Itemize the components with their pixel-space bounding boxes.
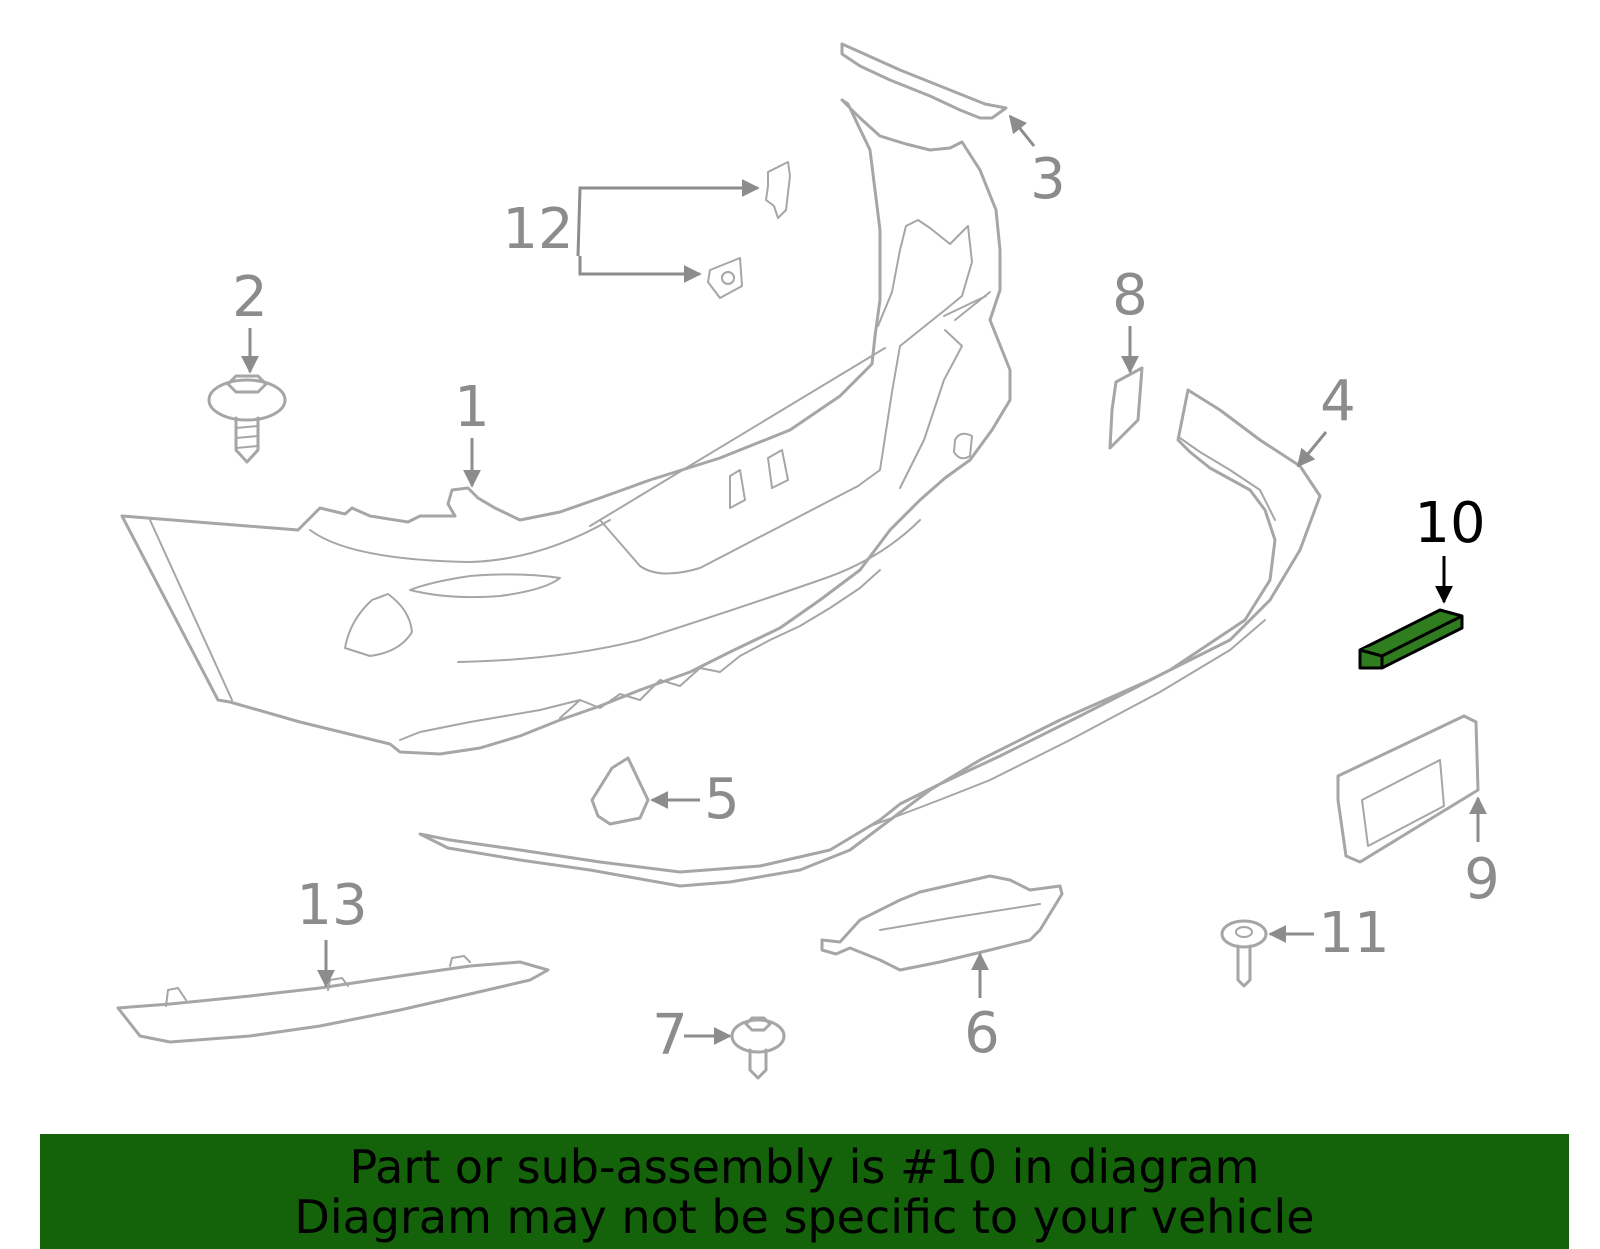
callout-7: 7 — [652, 1003, 688, 1068]
banner-line-2: Diagram may not be specific to your vehi… — [294, 1189, 1315, 1244]
callout-3: 3 — [1030, 147, 1066, 212]
banner-line-1: Part or sub-assembly is #10 in diagram — [349, 1139, 1260, 1194]
screw-part-2[interactable] — [207, 374, 287, 464]
leader-lines — [241, 114, 1487, 1045]
highlighted-strip-part-10[interactable] — [1358, 608, 1464, 670]
trim-panel-part-9[interactable] — [1336, 714, 1480, 864]
part-info-banner: Part or sub-assembly is #10 in diagram D… — [40, 1134, 1569, 1249]
small-bracket-part-8[interactable] — [1108, 366, 1144, 450]
callout-4: 4 — [1320, 369, 1356, 434]
upper-trim-strip-part[interactable] — [840, 42, 1008, 120]
lower-trim-moulding-part-13[interactable] — [116, 955, 550, 1044]
mounting-brackets-part[interactable] — [707, 161, 791, 299]
callout-13: 13 — [296, 873, 367, 938]
callout-11: 11 — [1318, 901, 1389, 966]
lower-diffuser-part[interactable] — [418, 388, 1322, 888]
bumper-cover-part[interactable] — [120, 98, 1012, 756]
callout-10: 10 — [1414, 491, 1485, 556]
callout-2: 2 — [232, 265, 268, 330]
reflector-part-5[interactable] — [590, 756, 650, 826]
callout-labels: 1 2 3 4 5 6 7 8 9 10 11 12 13 — [232, 147, 1500, 1068]
callout-6: 6 — [964, 1001, 1000, 1066]
callout-12: 12 — [502, 197, 573, 262]
callout-1: 1 — [454, 375, 490, 440]
callout-5: 5 — [704, 767, 740, 832]
screw-part-7[interactable] — [730, 1016, 786, 1080]
callout-9: 9 — [1464, 847, 1500, 912]
callout-8: 8 — [1112, 263, 1148, 328]
screw-part-11[interactable] — [1220, 919, 1268, 988]
lower-bracket-part-6[interactable] — [820, 874, 1064, 972]
